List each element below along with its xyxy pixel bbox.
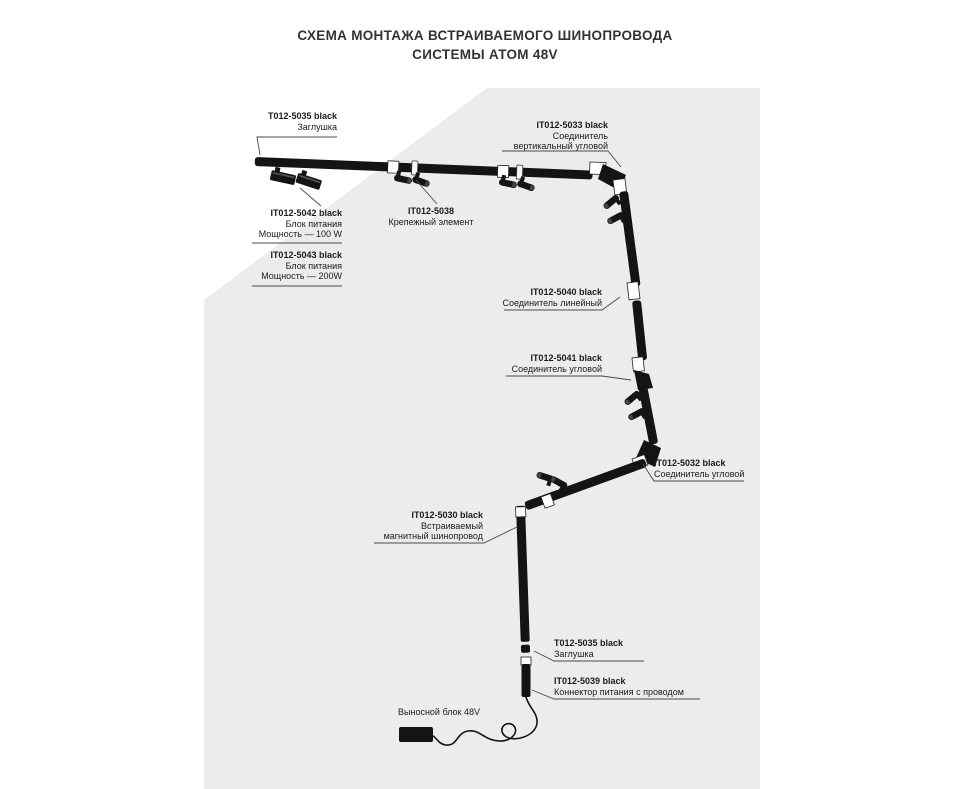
- wall-surface: [204, 88, 760, 789]
- track-joint: [540, 493, 556, 509]
- wall-track-vertical: [515, 505, 531, 653]
- label-linear-connector: IT012-5040 black Соединитель линейный: [502, 287, 602, 308]
- label-psu-200: IT012-5043 black Блок питания Мощность —…: [261, 250, 342, 281]
- corner-connector-vertical: [589, 161, 628, 196]
- label-corner-connector-2: IT012-5032 black Соединитель угловой: [654, 458, 745, 479]
- label-corner-connector-1: IT012-5041 black Соединитель угловой: [511, 353, 602, 374]
- power-supply-icon: [269, 166, 298, 186]
- label-track: IT012-5030 black Встраиваемый магнитный …: [383, 510, 483, 541]
- label-clip: IT012-5038 Крепежный элемент: [388, 206, 474, 227]
- wall-track-slant-b: [524, 459, 647, 510]
- linear-connector: [626, 281, 641, 301]
- title-line-1: СХЕМА МОНТАЖА ВСТРАИВАЕМОГО ШИНОПРОВОДА: [297, 28, 673, 43]
- wall-track-upper: [619, 191, 641, 287]
- power-connector: [520, 656, 532, 697]
- leader-lines: [252, 136, 744, 700]
- label-endcap-top: Т012-5035 black Заглушка: [267, 111, 337, 132]
- corner-connector-1: [631, 356, 653, 390]
- title-line-2: СИСТЕМЫ АТОМ 48V: [412, 47, 558, 62]
- mounting-clip-icon: [515, 164, 524, 180]
- label-corner-vertical: IT012-5033 black Соединитель вертикальны…: [513, 120, 608, 151]
- external-power-block: [399, 727, 433, 742]
- label-power-connector: IT012-5039 black Коннектор питания с про…: [554, 676, 684, 697]
- ceiling-track: [254, 157, 593, 192]
- power-wire: [432, 696, 538, 746]
- track-joint: [387, 160, 400, 174]
- page-title: СХЕМА МОНТАЖА ВСТРАИВАЕМОГО ШИНОПРОВОДА …: [0, 26, 970, 64]
- wall-track-slant-a: [638, 384, 658, 445]
- power-supply-icon: [295, 168, 324, 191]
- label-psu-100: IT012-5042 black Блок питания Мощность —…: [258, 208, 342, 239]
- mounting-clip-icon: [411, 160, 419, 176]
- label-external-block: Выносной блок 48V: [398, 707, 481, 717]
- end-cap-icon: [520, 644, 531, 653]
- label-endcap-bottom: Т012-5035 black Заглушка: [554, 638, 624, 659]
- wall-track-middle: [632, 300, 647, 361]
